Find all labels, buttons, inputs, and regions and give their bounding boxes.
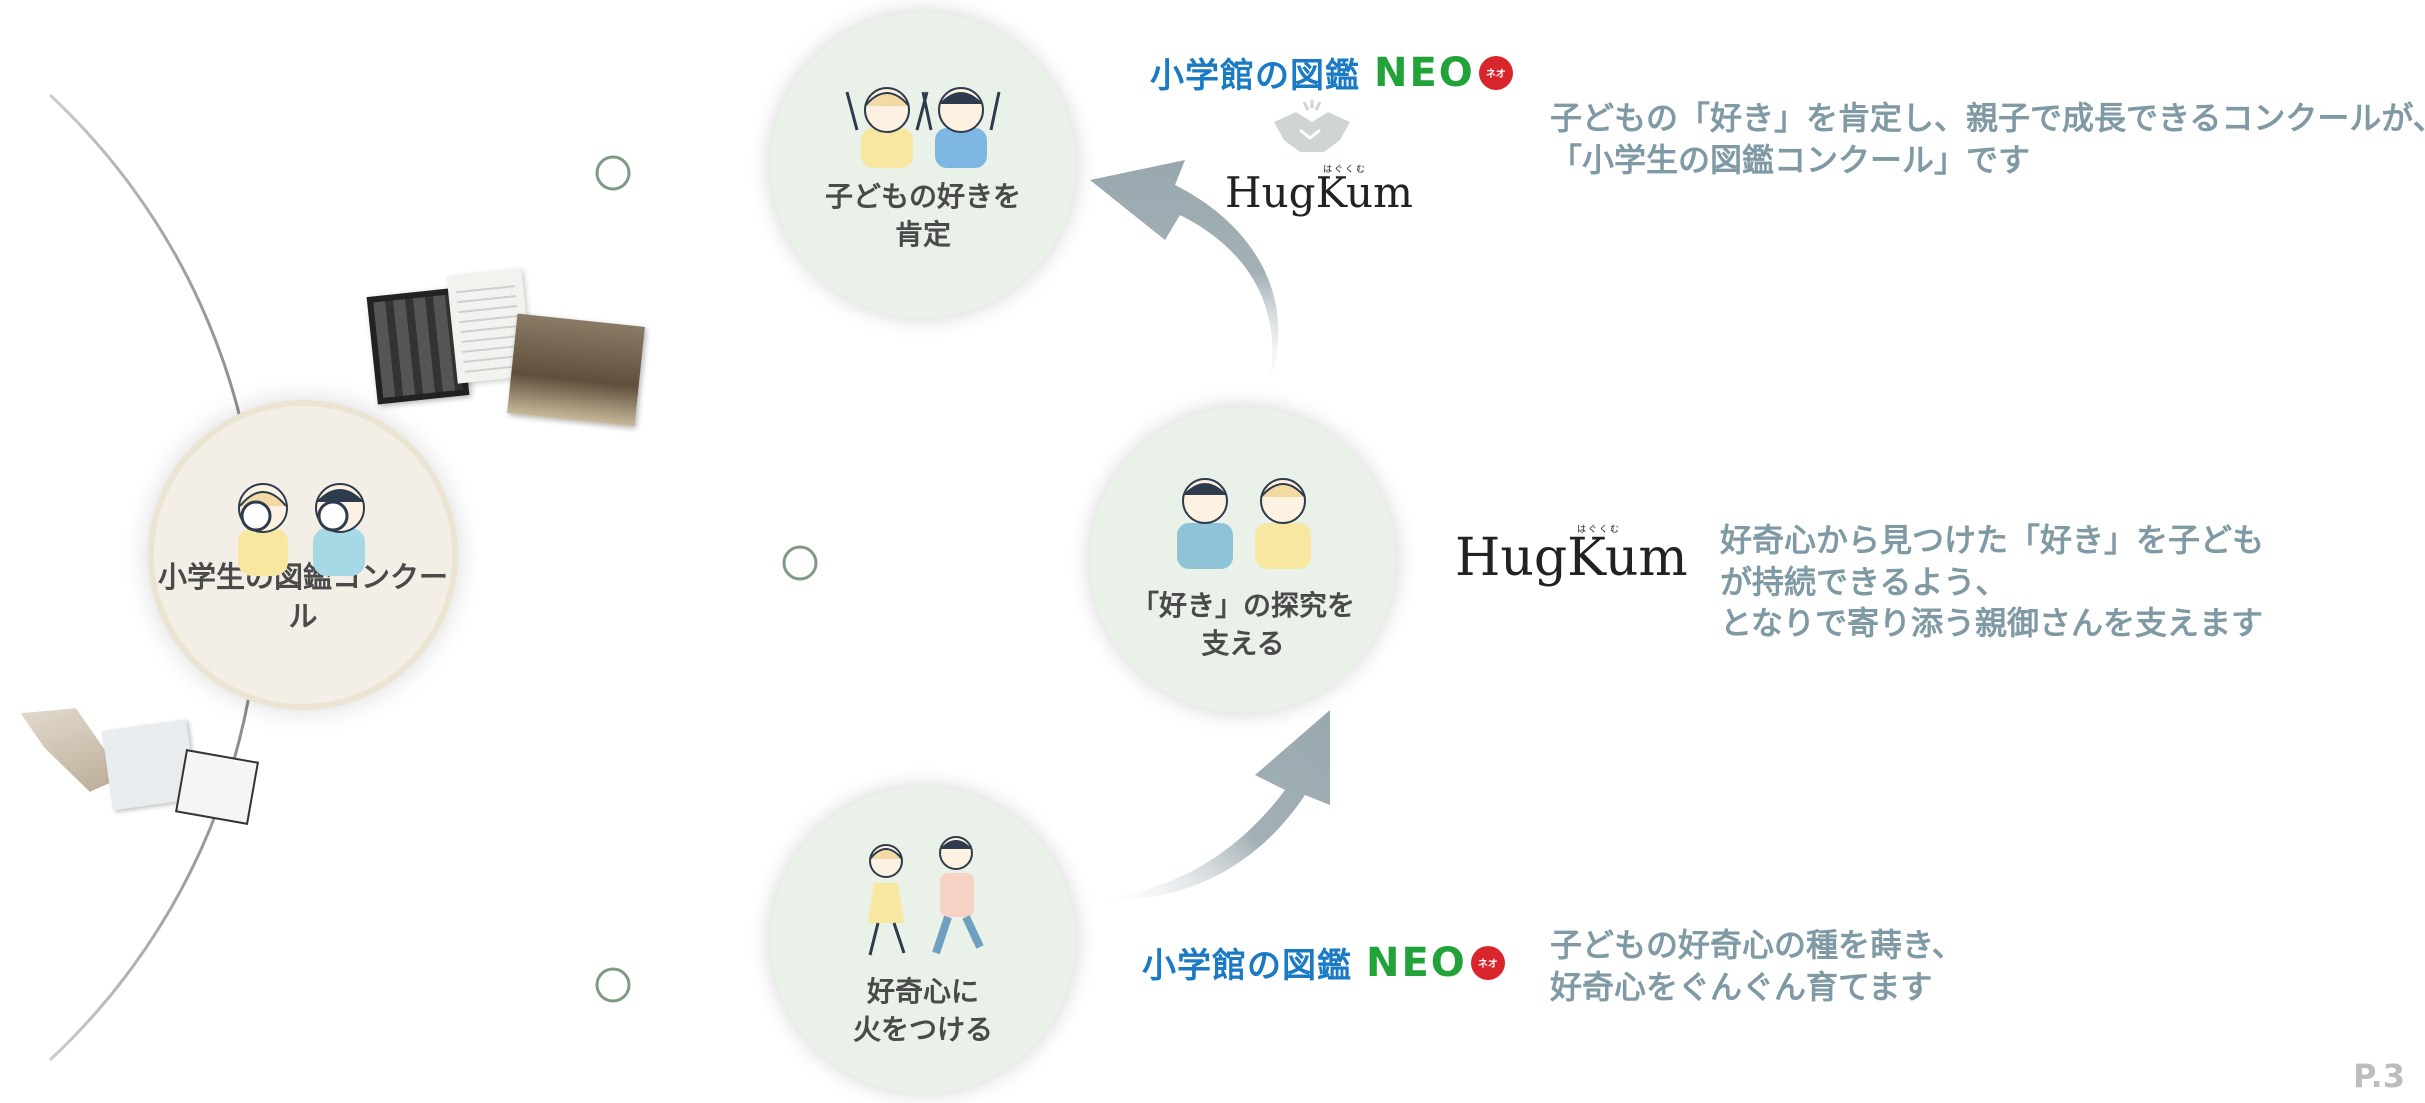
- arc-node-top: [595, 155, 631, 191]
- hugkum-logo-middle: はぐくむ HugKum: [1455, 525, 1688, 588]
- step-affirm-circle: 子どもの好きを 肯定: [770, 12, 1076, 318]
- neo-logo-jp-text: 小学館の図鑑: [1150, 56, 1360, 96]
- kids-magnifier-illustration: [238, 483, 365, 576]
- description-middle-line: 好奇心から見つけた「好き」を子ども: [1720, 521, 2265, 559]
- handshake-icon: [1274, 100, 1350, 152]
- neo-badge-icon: ネオ: [1478, 55, 1513, 90]
- step-support-circle: 「好き」の探究を 支える: [1090, 407, 1396, 713]
- hugkum-logo-top: はぐくむ HugKum: [1225, 165, 1413, 217]
- hugkum-text: HugKum: [1455, 528, 1688, 588]
- step-support-label-2: 支える: [1201, 627, 1285, 661]
- arrow-bottom-to-middle: [1095, 710, 1330, 901]
- description-top: 子どもの「好き」を肯定し、親子で成長できるコンクールが、 「小学生の図鑑コンクー…: [1550, 98, 2425, 181]
- neo-logo-en-text: NEO: [1374, 49, 1475, 96]
- description-top-line: 子どもの「好き」を肯定し、親子で成長できるコンクールが、: [1550, 99, 2425, 137]
- arc-node-middle: [782, 545, 818, 581]
- description-bottom-line: 好奇心をぐんぐん育てます: [1550, 967, 1933, 1006]
- neo-logo-en-text: NEO: [1366, 939, 1467, 986]
- step-ignite-circle: 好奇心に 火をつける: [770, 787, 1076, 1093]
- booklet: [175, 749, 259, 825]
- description-middle: 好奇心から見つけた「好き」を子ども が持続できるよう、 となりで寄り添う親御さん…: [1720, 520, 2264, 645]
- step-affirm-label-1: 子どもの好きを: [824, 180, 1021, 214]
- description-middle-line: が持続できるよう、: [1720, 562, 2008, 601]
- step-affirm-label-2: 肯定: [894, 218, 951, 252]
- center-circle: 小学生の図鑑コンクール: [148, 400, 458, 710]
- zukan-neo-logo-bottom: 小学館の図鑑 NEO ネオ: [1142, 938, 1505, 987]
- photo-collage-top: [366, 268, 647, 432]
- building-photo: [507, 313, 645, 427]
- page-number: P.3: [2353, 1057, 2405, 1095]
- description-bottom-line: 子どもの好奇心の種を蒔き、: [1550, 926, 1964, 964]
- step-support-label-1: 「好き」の探究を: [1130, 589, 1355, 623]
- neo-logo-jp-text: 小学館の図鑑: [1142, 946, 1352, 986]
- kids-thinking-illustration: [1177, 478, 1311, 569]
- neo-badge-icon: ネオ: [1470, 945, 1505, 980]
- description-middle-line: となりで寄り添う親御さんを支えます: [1720, 604, 2264, 643]
- arc-node-bottom: [595, 967, 631, 1003]
- zukan-neo-logo-top: 小学館の図鑑 NEO ネオ: [1150, 48, 1513, 97]
- kids-running-illustration: [868, 836, 984, 956]
- description-top-line: 「小学生の図鑑コンクール」です: [1550, 140, 2031, 179]
- description-bottom: 子どもの好奇心の種を蒔き、 好奇心をぐんぐん育てます: [1550, 925, 1964, 1008]
- hugkum-small-text: はぐくむ: [1577, 525, 1622, 535]
- center-label: 小学生の図鑑コンクール: [157, 559, 448, 633]
- kids-cheering-illustration: [845, 87, 1001, 168]
- step-ignite-label-1: 好奇心に: [866, 975, 979, 1009]
- hugkum-text: HugKum: [1225, 168, 1413, 217]
- hugkum-small-text: はぐくむ: [1323, 165, 1368, 175]
- step-ignite-label-2: 火をつける: [852, 1013, 993, 1047]
- arrow-middle-to-top: [1090, 160, 1279, 388]
- photo-collage-bottom: [12, 700, 267, 825]
